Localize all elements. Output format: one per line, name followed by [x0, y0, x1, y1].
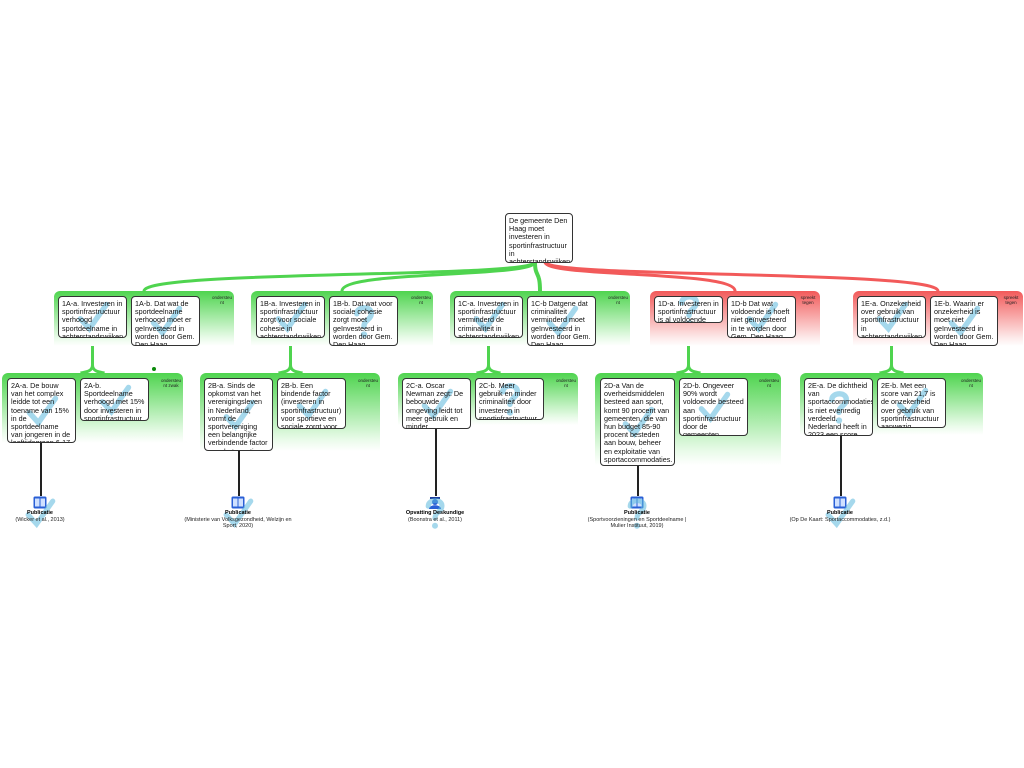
claim-1C-b[interactable]: 1C-b Datgene dat criminaliteit verminder… [527, 296, 596, 346]
source-C[interactable]: Opvatting Deskundige(Boonstra et al., 20… [380, 496, 490, 529]
claim-2E-b-text: 2E-b. Met een score van 21,7 is de onzek… [881, 381, 939, 428]
book-icon [33, 496, 47, 509]
root-claim-text: De gemeente Den Haag moet investeren in … [509, 216, 573, 263]
claim-2B-a-text: 2B-a. Sinds de opkomst van het verenigin… [208, 381, 268, 450]
link-1E-to-2 [879, 338, 904, 375]
link-root-to-1 [142, 260, 537, 293]
claim-2C-b[interactable]: 2C-b. Meer gebruik en minder criminalite… [475, 378, 544, 420]
claim-2E-b[interactable]: 2E-b. Met een score van 21,7 is de onzek… [877, 378, 946, 428]
claim-1E-b-text: 1E-b. Waarin er onzekerheid is moet niet… [934, 299, 994, 346]
source-E[interactable]: Publicatie(Op De Kaart: Sportaccommodati… [785, 496, 895, 529]
claim-2C-b-text: 2C-b. Meer gebruik en minder criminalite… [479, 381, 539, 420]
claim-2E-a[interactable]: 2E-a. De dichtheid van sportaccommodatie… [804, 378, 873, 436]
relation-label: ondersteunt [607, 295, 628, 305]
source-B[interactable]: Publicatie(Ministerie van Volksgezondhei… [183, 496, 293, 530]
root-claim[interactable]: De gemeente Den Haag moet investeren in … [505, 213, 573, 263]
relation-label: spreekt tegen [800, 295, 816, 305]
source-link [435, 429, 437, 496]
claim-2D-a[interactable]: 2D-a Van de overheidsmiddelen besteed aa… [600, 378, 675, 466]
source-type: Publicatie [225, 510, 251, 516]
claim-1B-a-text: 1B-a. Investeren in sportinfrastructuur … [260, 299, 324, 338]
source-type: Publicatie [624, 510, 650, 516]
claim-1E-a-text: 1E-a. Onzekerheid over gebruik van sport… [861, 299, 925, 338]
claim-2B-a[interactable]: 2B-a. Sinds de opkomst van het verenigin… [204, 378, 273, 451]
claim-2D-a-text: 2D-a Van de overheidsmiddelen besteed aa… [604, 381, 673, 464]
book-icon [231, 496, 245, 509]
claim-2A-b-text: 2A-b. Sportdeelname verhoogd met 15% doo… [84, 381, 145, 421]
link-1C-to-2 [476, 338, 501, 375]
expert-icon [429, 497, 441, 509]
link-root-to-4 [543, 260, 737, 292]
claim-1B-b[interactable]: 1B-b. Dat wat voor sociale cohesie zorgt… [329, 296, 398, 346]
claim-1B-b-text: 1B-b. Dat wat voor sociale cohesie zorgt… [333, 299, 393, 346]
relation-label: ondersteunt [211, 295, 232, 305]
claim-1D-b-text: 1D-b Dat wat voldoende is hoeft niet geï… [731, 299, 790, 338]
link-1A-to-2 [80, 338, 105, 375]
anchor-dot [152, 367, 156, 371]
claim-2E-a-text: 2E-a. De dichtheid van sportaccommodatie… [808, 381, 873, 436]
link-1D-to-2 [676, 323, 701, 375]
claim-1A-a-text: 1A-a. Investeren in sportinfrastructuur … [62, 299, 126, 338]
claim-1A-b-text: 1A-b. Dat wat de sportdeelname verhoogd … [135, 299, 195, 346]
source-reference: (Op De Kaart: Sportaccommodaties, z.d.) [789, 516, 891, 523]
source-reference: (Wicker et al., 2013) [15, 516, 65, 523]
claim-2B-b[interactable]: 2B-b. Een bindende factor (investeren in… [277, 378, 346, 429]
claim-2D-b[interactable]: 2D-b. Ongeveer 90% wordt voldoende beste… [679, 378, 748, 436]
source-type: Opvatting Deskundige [405, 510, 465, 516]
relation-label: ondersteunt [357, 378, 378, 388]
claim-1E-a[interactable]: 1E-a. Onzekerheid over gebruik van sport… [857, 296, 926, 338]
claim-1D-a[interactable]: 1D-a. Investeren in sportinfrastructuur … [654, 296, 723, 323]
claim-1A-b[interactable]: 1A-b. Dat wat de sportdeelname verhoogd … [131, 296, 200, 346]
book-icon [833, 496, 847, 509]
source-type: Publicatie [27, 510, 53, 516]
claim-1C-a[interactable]: 1C-a. Investeren in sportinfrastructuur … [454, 296, 523, 338]
link-1B-to-2 [278, 338, 303, 375]
book-icon [630, 496, 644, 509]
claim-2B-b-text: 2B-b. Een bindende factor (investeren in… [281, 381, 342, 429]
claim-2A-b[interactable]: 2A-b. Sportdeelname verhoogd met 15% doo… [80, 378, 149, 421]
source-link [40, 443, 42, 496]
relation-label: spreekt tegen [1003, 295, 1019, 305]
claim-1B-a[interactable]: 1B-a. Investeren in sportinfrastructuur … [256, 296, 325, 338]
claim-1C-a-text: 1C-a. Investeren in sportinfrastructuur … [458, 299, 522, 338]
source-link [637, 466, 639, 496]
claim-2A-a[interactable]: 2A-a. De bouw van het complex leidde tot… [7, 378, 76, 443]
relation-label: ondersteunt [960, 378, 981, 388]
claim-2C-a[interactable]: 2C-a. Oscar Newman zegt: De bebouwde omg… [402, 378, 471, 429]
claim-1C-b-text: 1C-b Datgene dat criminaliteit verminder… [531, 299, 591, 346]
relation-label: ondersteunt [410, 295, 431, 305]
source-reference: (Sportvoorzieningen en Sportdeelname | M… [587, 516, 687, 530]
source-reference: (Ministerie van Volksgezondheid, Welzijn… [184, 516, 292, 530]
source-A[interactable]: Publicatie(Wicker et al., 2013) [0, 496, 95, 529]
link-root-to-2 [340, 260, 537, 292]
link-root-to-5 [543, 260, 940, 293]
source-D[interactable]: Publicatie(Sportvoorzieningen en Sportde… [582, 496, 692, 530]
source-reference: (Boonstra et al., 2011) [407, 516, 462, 523]
relation-label: ondersteunt [555, 378, 576, 388]
claim-1E-b[interactable]: 1E-b. Waarin er onzekerheid is moet niet… [930, 296, 998, 346]
claim-1D-a-text: 1D-a. Investeren in sportinfrastructuur … [658, 299, 719, 323]
claim-2C-a-text: 2C-a. Oscar Newman zegt: De bebouwde omg… [406, 381, 464, 429]
source-link [238, 451, 240, 496]
source-type: Publicatie [827, 510, 853, 516]
claim-2D-b-text: 2D-b. Ongeveer 90% wordt voldoende beste… [683, 381, 744, 436]
source-link [840, 436, 842, 496]
claim-2A-a-text: 2A-a. De bouw van het complex leidde tot… [11, 381, 71, 443]
link-root-to-3 [533, 261, 542, 292]
claim-1D-b[interactable]: 1D-b Dat wat voldoende is hoeft niet geï… [727, 296, 796, 338]
relation-label: ondersteunt zwak [160, 378, 181, 388]
claim-1A-a[interactable]: 1A-a. Investeren in sportinfrastructuur … [58, 296, 127, 338]
relation-label: ondersteunt [758, 378, 779, 388]
